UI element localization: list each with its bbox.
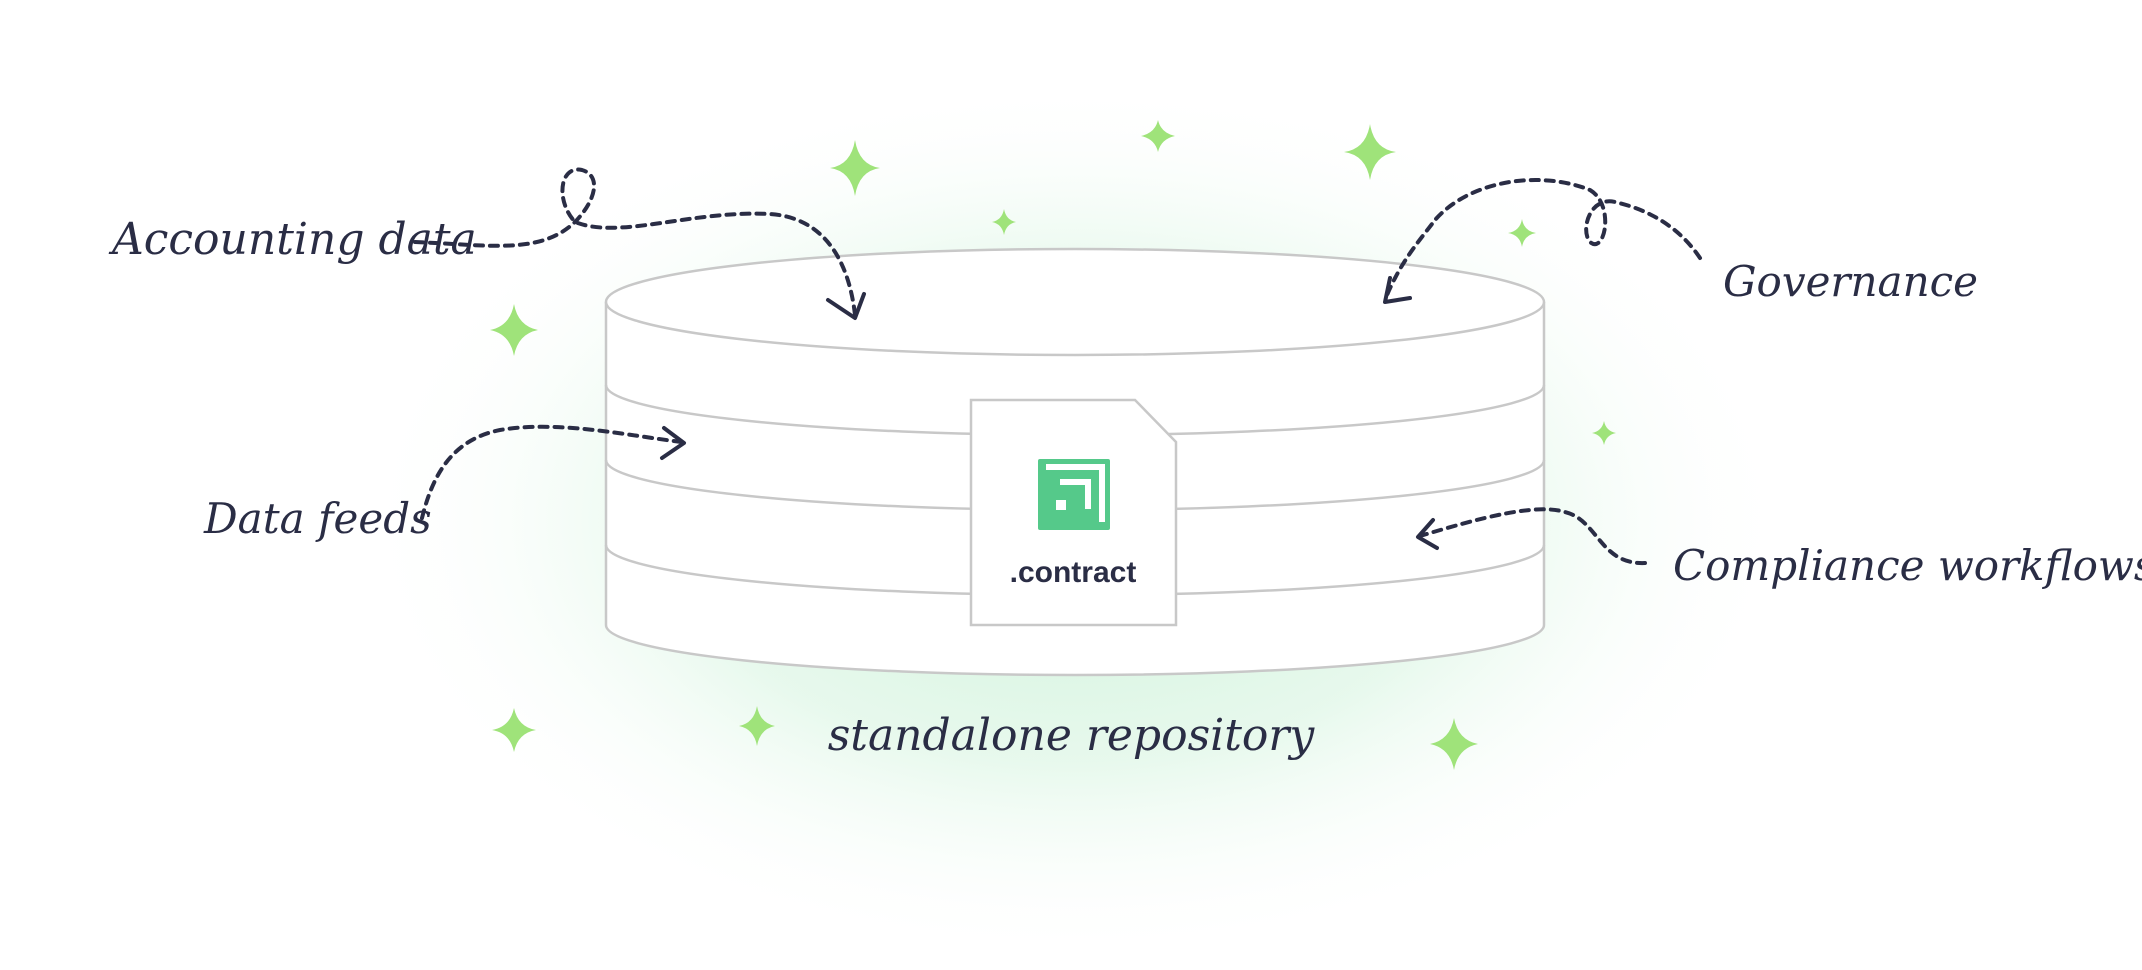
sparkle-icon	[1141, 120, 1175, 152]
sparkle-icon	[1592, 421, 1616, 445]
arrow-head-icon	[1416, 518, 1439, 550]
sparkle-icon	[1430, 718, 1478, 770]
accounting-arrow	[413, 167, 857, 317]
sparkle-icon	[490, 304, 538, 356]
contract-logo-icon	[1038, 459, 1110, 530]
sparkle-icon	[739, 706, 775, 746]
sparkle-icon	[492, 708, 536, 752]
label-standalone-repository: standalone repository	[828, 710, 1316, 761]
label-data-feeds: Data feeds	[203, 494, 432, 543]
sparkle-icon	[1508, 219, 1536, 247]
sparkle-icon	[830, 140, 880, 196]
label-compliance-workflows: Compliance workflows	[1673, 541, 2142, 590]
data-feeds-arrow	[420, 424, 684, 520]
arrows	[413, 167, 1702, 566]
label-governance: Governance	[1723, 257, 1978, 306]
sparkle-icon	[992, 209, 1016, 235]
sparkles	[490, 120, 1616, 770]
arrow-heads	[660, 276, 1439, 550]
cylinder-top	[604, 247, 1546, 357]
label-accounting-data: Accounting data	[108, 214, 477, 265]
arrow-head-icon	[1383, 276, 1412, 304]
governance-arrow	[1383, 178, 1702, 302]
arrow-head-icon	[660, 426, 686, 460]
compliance-arrow	[1418, 507, 1647, 566]
arrow-head-icon	[826, 292, 866, 320]
contract-document: .contract	[969, 398, 1178, 627]
sparkle-icon	[1344, 124, 1396, 180]
document-label: .contract	[1010, 556, 1137, 589]
